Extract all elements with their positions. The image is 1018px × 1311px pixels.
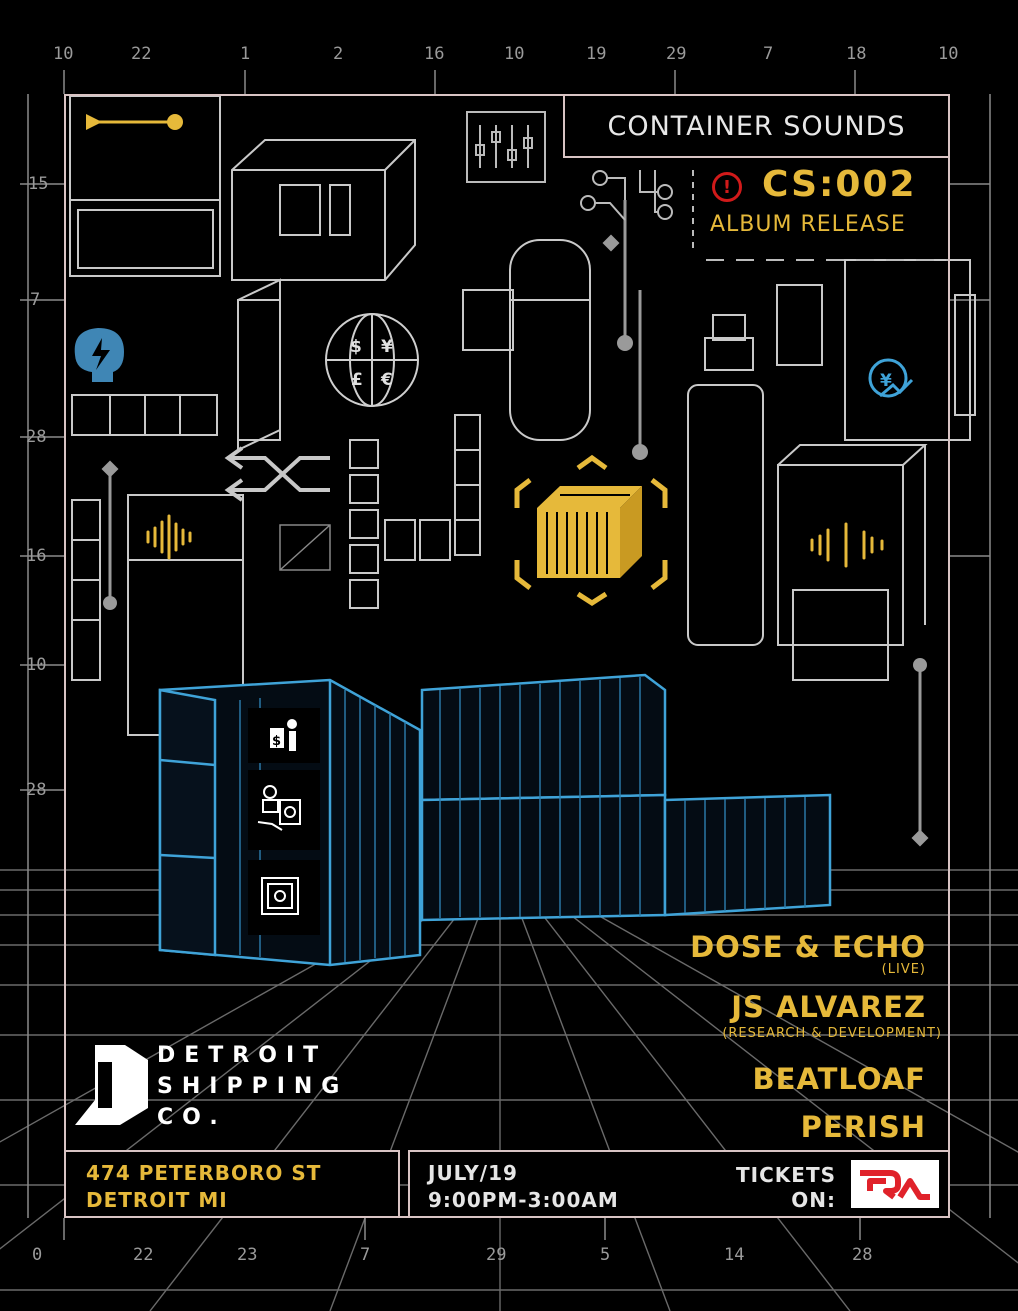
yen-growth-icon [868,358,914,398]
address-line: DETROIT MI [86,1188,228,1212]
address-line: 474 PETERBORO ST [86,1161,322,1185]
svg-text:$: $ [350,337,362,357]
lineup-item: BEATLOAF [753,1062,926,1096]
ruler-label: 28 [26,780,47,800]
ruler-label: 15 [28,174,49,194]
sliders-icon [466,111,546,183]
currency-globe-icon [325,313,419,407]
svg-text:£: £ [351,370,363,390]
ruler-label: 7 [360,1245,371,1265]
artist-name: PERISH [800,1110,926,1144]
address-box: 474 PETERBORO ST DETROIT MI [64,1150,400,1218]
logo-line: SHIPPING [157,1074,349,1099]
ruler-label: 1 [240,44,251,64]
perspective-floor-grid [0,859,1018,1311]
svg-text:€: € [380,370,393,390]
shuffle-arrows-icon [224,446,330,502]
safe-icon [261,877,299,915]
ruler-label: 18 [846,44,867,64]
svg-text:¥: ¥ [381,337,393,357]
svg-text:¥: ¥ [880,371,892,391]
ruler-label: 10 [26,655,47,675]
artist-note: (LIVE) [881,962,926,977]
event-title: CONTAINER SOUNDS [607,110,906,142]
sound-wave-icon [146,514,884,568]
ruler-label: 7 [30,290,41,310]
alert-icon: ! [712,172,742,202]
ruler-label: 29 [666,44,687,64]
lineup-item: DOSE & ECHO (LIVE) [690,930,926,977]
logo-line: DETROIT [157,1043,328,1068]
shipping-containers-wireframe [158,673,832,967]
ruler-label: 10 [938,44,959,64]
ruler-label: 28 [26,427,47,447]
ruler-label: 2 [333,44,344,64]
artist-name: DOSE & ECHO [690,930,926,964]
ruler-label: 22 [131,44,152,64]
tickets-label: ON: [791,1188,836,1212]
ruler-label: 22 [133,1245,154,1265]
artist-name: JS ALVAREZ [731,990,926,1024]
ruler-label: 5 [600,1245,611,1265]
event-date: JULY/19 [428,1161,518,1185]
tickets-label: TICKETS [736,1163,836,1187]
detroit-shipping-logo: DETROIT SHIPPING CO. [157,1040,348,1133]
ruler-label: 29 [486,1245,507,1265]
logo-line: CO. [157,1105,227,1130]
svg-text:$: $ [272,734,281,749]
ruler-label: 10 [53,44,74,64]
money-hand-icon [270,719,297,751]
release-code: CS:002 [762,164,917,205]
arrow-pin-icon [86,114,183,130]
release-subtitle: ALBUM RELEASE [710,212,906,237]
ruler-label: 28 [852,1245,873,1265]
circuit-icon [580,170,673,221]
brain-bolt-icon [74,328,124,382]
resident-advisor-logo[interactable] [851,1160,939,1208]
artist-name: BEATLOAF [752,1062,926,1096]
lineup-item: JS ALVAREZ (RESEARCH & DEVELOPMENT) [722,990,941,1041]
event-time: 9:00PM-3:00AM [428,1188,619,1212]
artist-note: (RESEARCH & DEVELOPMENT) [722,1026,942,1041]
ruler-label: 23 [237,1245,258,1265]
ruler-label: 7 [763,44,774,64]
container-target-icon [514,454,668,606]
ruler-label: 0 [32,1245,43,1265]
ra-icon [860,1170,930,1200]
alert-glyph: ! [722,176,732,198]
ruler-label: 16 [26,546,47,566]
ruler-label: 19 [586,44,607,64]
ruler-label: 16 [424,44,445,64]
ruler-label: 14 [724,1245,745,1265]
lineup-item: PERISH [801,1110,926,1144]
title-box: CONTAINER SOUNDS [563,94,950,158]
ruler-label: 10 [504,44,525,64]
coins-cash-icon [257,785,301,831]
